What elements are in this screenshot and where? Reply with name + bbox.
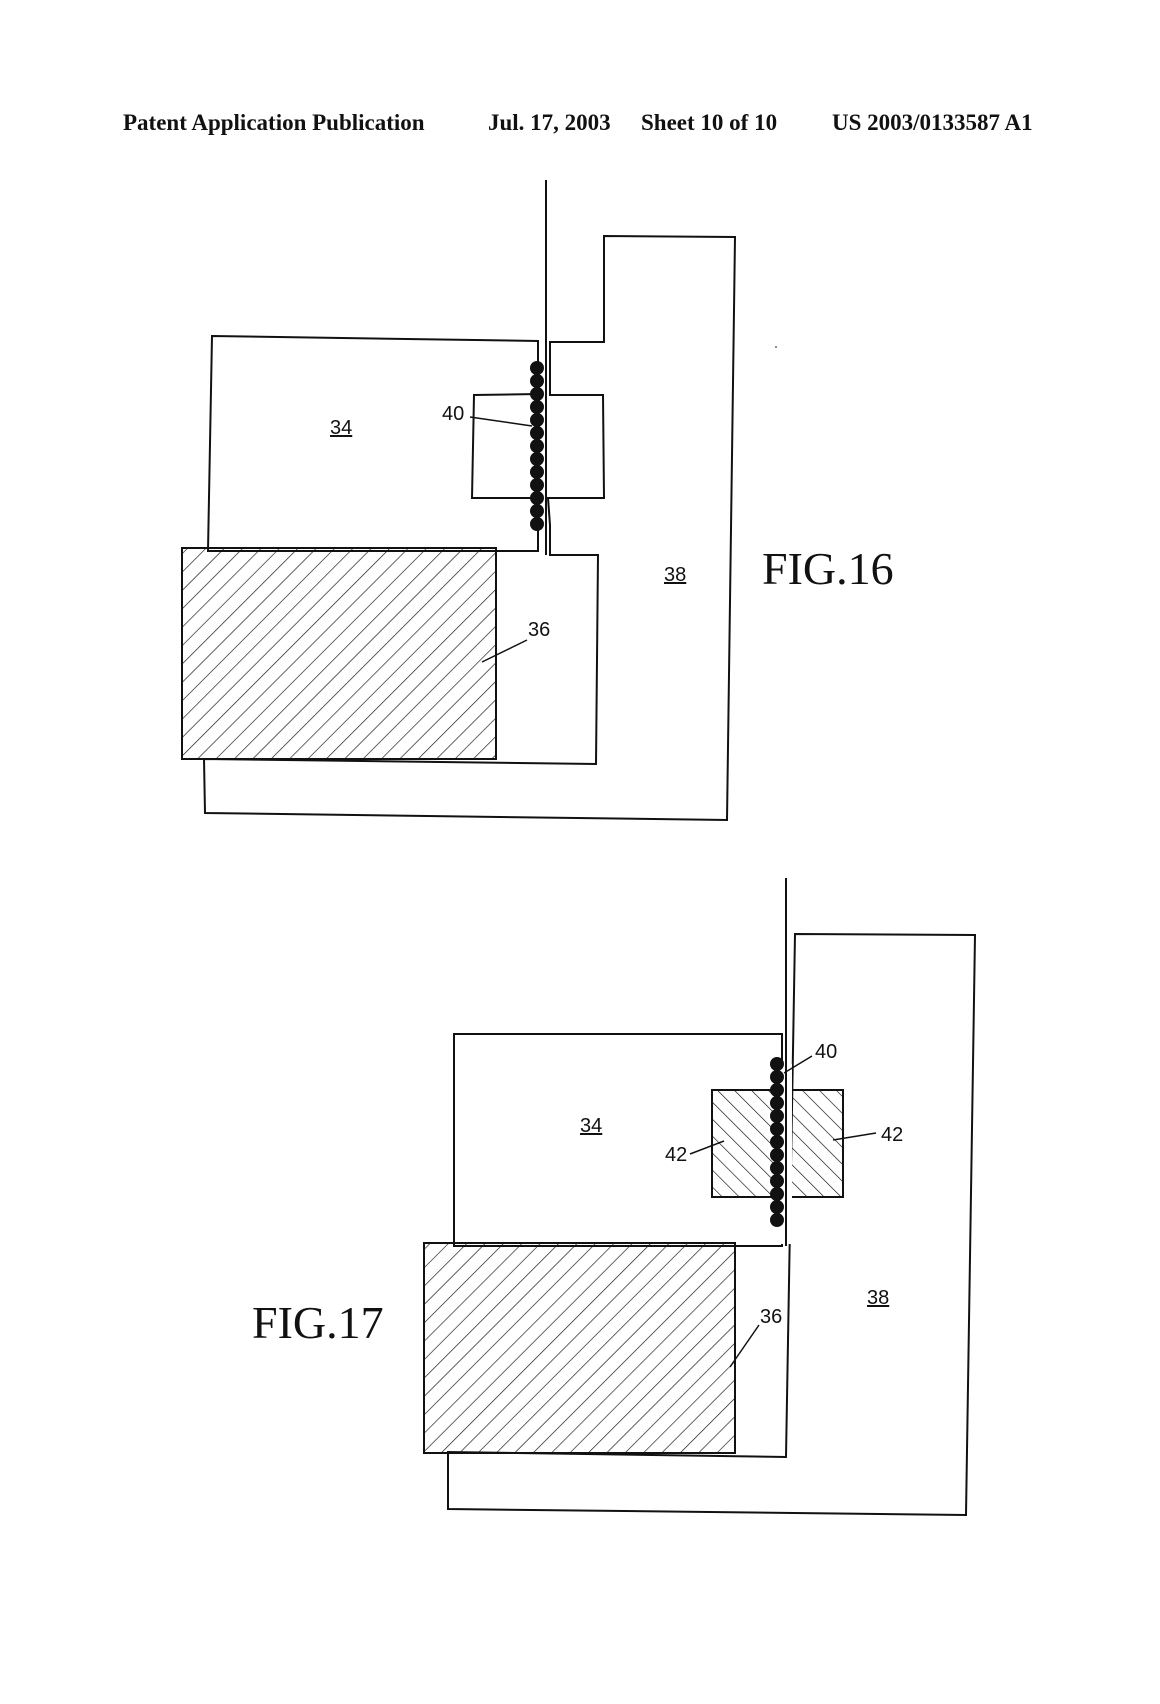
label-36: 36 — [760, 1306, 782, 1328]
figure-title: FIG.16 — [762, 543, 894, 594]
leader-36 — [729, 1324, 760, 1368]
leader-42-right — [832, 1132, 877, 1141]
leader-40 — [783, 1055, 813, 1074]
hatched-member — [423, 1242, 736, 1454]
block-34 — [206, 334, 539, 552]
publication-label: Patent Application Publication — [123, 110, 425, 135]
publication-date: Jul. 17, 2003 — [488, 110, 611, 135]
leader-40 — [469, 416, 533, 427]
sheet-number: Sheet 10 of 10 — [641, 110, 778, 135]
label-42: 42 — [881, 1124, 903, 1146]
label-40: 40 — [442, 403, 464, 425]
label-34: 34 — [330, 417, 352, 439]
scan-speck — [775, 346, 777, 348]
support-38 — [447, 932, 977, 1517]
leader-36 — [481, 639, 528, 663]
figure-title: FIG.17 — [252, 1297, 384, 1348]
label-38: 38 — [867, 1287, 889, 1309]
patent-number: US 2003/0133587 A1 — [832, 110, 1033, 135]
leader-42-left — [689, 1140, 725, 1155]
beads-40 — [770, 1057, 784, 1227]
label-42: 42 — [665, 1144, 687, 1166]
figure-16: 34 38 36 40 FIG.16 — [181, 180, 894, 822]
label-40: 40 — [815, 1041, 837, 1063]
support-38 — [202, 234, 737, 822]
figure-17: 34 38 36 40 42 42 FIG.17 — [252, 878, 977, 1517]
label-38: 38 — [664, 564, 686, 586]
hatched-member — [181, 547, 497, 760]
label-36: 36 — [528, 619, 550, 641]
label-34: 34 — [580, 1115, 602, 1137]
page-header: Patent Application Publication Jul. 17, … — [0, 110, 1160, 140]
beads-40 — [530, 361, 544, 531]
